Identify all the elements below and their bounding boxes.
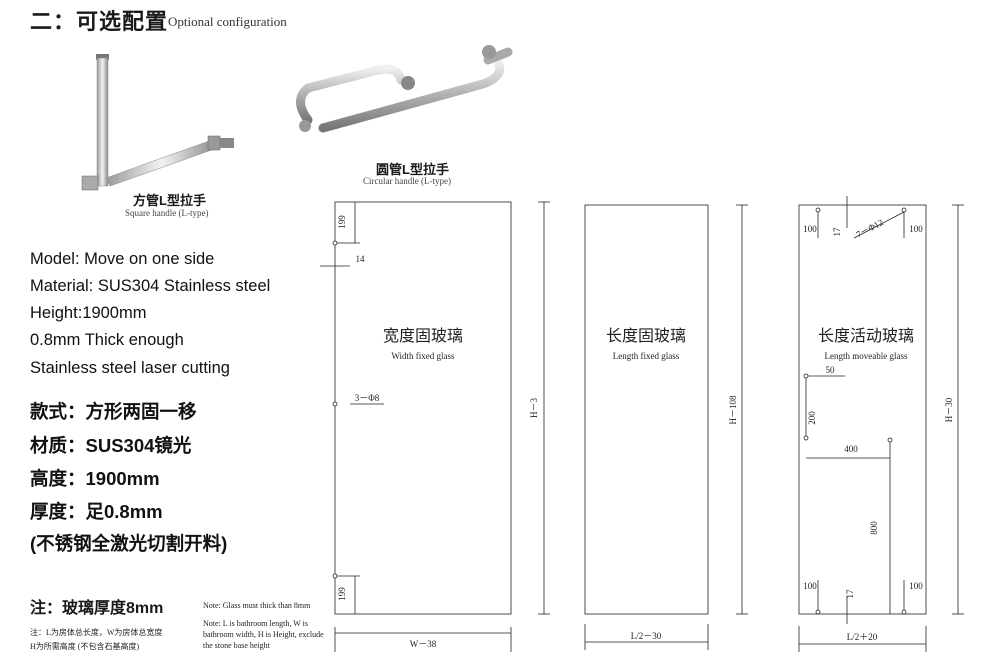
square-l-handle-icon [81, 54, 234, 191]
dim-h-minus-30: H－30 [944, 397, 954, 422]
dim-50: 50 [826, 365, 836, 375]
length-fixed-panel [584, 204, 709, 615]
dims-note-en: Note: L is bathroom length, W is bathroo… [203, 619, 324, 650]
spec-cn-style: 款式：方形两固一移 [30, 401, 197, 422]
dim-bot-left-100: 100 [803, 581, 817, 591]
dim-h-minus-3: H－3 [529, 398, 539, 418]
section-subtitle: Optional configuration [168, 14, 287, 29]
dim-400: 400 [844, 444, 858, 454]
square-handle-name: 方管L型拉手 [133, 193, 206, 208]
width-fixed-panel [334, 201, 512, 615]
round-handle-name-en: Circular handle (L-type) [363, 176, 451, 186]
round-l-handle-icon [296, 45, 513, 133]
spec-thickness: 0.8mm Thick enough [30, 331, 184, 349]
spec-cn-height: 高度：1900mm [30, 468, 160, 489]
dim-199-top: 199 [337, 215, 347, 229]
spec-model: Model: Move on one side [30, 250, 215, 268]
dim-l-half-plus-20: L/2＋20 [847, 632, 878, 642]
spec-cn-laser: (不锈钢全激光切割开料) [30, 533, 228, 554]
dim-top-right-100: 100 [909, 224, 923, 234]
glass-note-cn: 注：玻璃厚度8mm [30, 600, 164, 617]
length-fixed-label: 长度固玻璃 [606, 327, 686, 345]
length-moveable-panel [798, 204, 927, 615]
spec-material: Material: SUS304 Stainless steel [30, 277, 271, 295]
length-moveable-label: 长度活动玻璃 [818, 327, 914, 345]
width-fixed-label: 宽度固玻璃 [383, 327, 463, 345]
square-handle-name-en: Square handle (L-type) [125, 208, 209, 218]
dim-holes-12: 7－Φ12 [854, 217, 884, 239]
dim-l-half-minus-30: L/2－30 [631, 631, 662, 641]
length-fixed-label-en: Length fixed glass [613, 351, 680, 361]
dim-199-bottom: 199 [337, 587, 347, 601]
dim-w-minus-38: W－38 [410, 639, 437, 649]
glass-note-en: Note: Glass must thick than 8mm [203, 601, 311, 610]
round-handle-name: 圆管L型拉手 [376, 162, 449, 177]
section-title: 二：可选配置 [30, 9, 169, 34]
dims-note-cn-1: 注：L为房体总长度，W为房体总宽度 [30, 628, 163, 637]
dim-h-minus-108: H－108 [728, 395, 738, 424]
dims-note-cn-2: H为所需高度 (不包含石基高度) [30, 642, 140, 651]
dim-top-17: 17 [832, 227, 842, 237]
length-moveable-label-en: Length moveable glass [825, 351, 908, 361]
dim-14: 14 [356, 254, 366, 264]
width-fixed-label-en: Width fixed glass [391, 351, 455, 361]
dim-holes-8: 3－Φ8 [355, 393, 380, 403]
dim-200: 200 [807, 411, 817, 425]
dim-bot-17: 17 [845, 589, 855, 599]
spec-cn-thickness: 厚度：足0.8mm [30, 501, 163, 522]
spec-cn-material: 材质：SUS304镜光 [30, 435, 192, 456]
spec-height: Height:1900mm [30, 304, 147, 322]
dim-800: 800 [869, 521, 879, 535]
dim-top-left-100: 100 [803, 224, 817, 234]
spec-laser: Stainless steel laser cutting [30, 359, 230, 377]
dim-bot-right-100: 100 [909, 581, 923, 591]
